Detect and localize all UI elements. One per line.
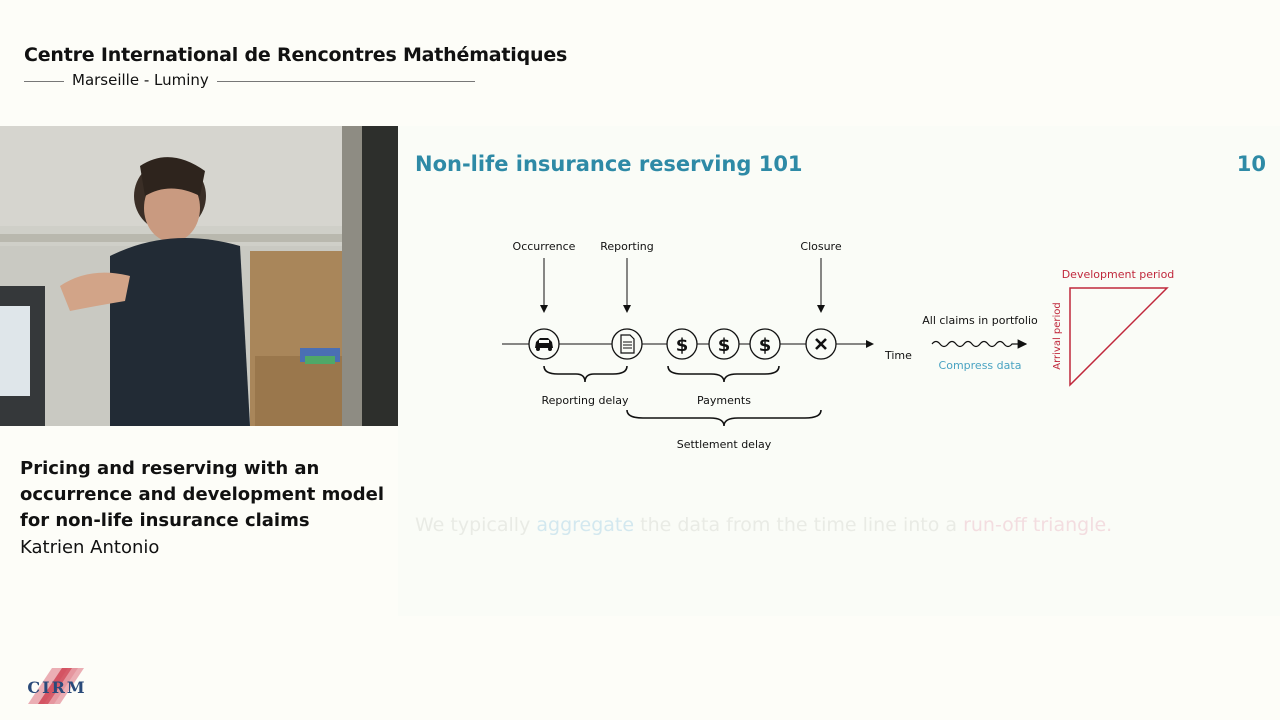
header-rule-right [217, 81, 475, 82]
dollar-icon: $ [666, 328, 698, 360]
compress-data-label: Compress data [939, 359, 1022, 372]
slide-text-part1: We typically [415, 514, 537, 536]
document-icon [611, 328, 643, 360]
reporting-delay-label: Reporting delay [541, 394, 629, 407]
slide-title: Non-life insurance reserving 101 [415, 152, 803, 176]
video-frame [0, 126, 398, 426]
payment-symbol: $ [759, 335, 772, 356]
slide-text-runoff: run-off triangle. [963, 514, 1113, 536]
payments-brace [667, 365, 780, 383]
slide-text-part2: the data from the time line into a [634, 514, 964, 536]
arrival-period-label: Arrival period [1052, 302, 1063, 370]
org-subtitle: Marseille - Luminy [72, 71, 209, 89]
talk-title: Pricing and reserving with an occurrence… [20, 458, 385, 531]
speaker-video [0, 126, 398, 426]
settlement-delay-brace [626, 409, 822, 427]
claim-timeline-diagram: Occurrence Reporting Closure Time $ [502, 240, 1175, 451]
slide: Non-life insurance reserving 101 10 Occu… [398, 126, 1280, 616]
speaker-name: Katrien Antonio [20, 537, 160, 558]
slide-text: We typically aggregate the data from the… [415, 514, 1112, 536]
cirm-logo: CIRM [22, 664, 92, 708]
close-icon [805, 328, 837, 360]
time-axis-label: Time [884, 349, 912, 362]
talk-info: Pricing and reserving with an occurrence… [20, 456, 390, 558]
closure-label: Closure [800, 240, 841, 253]
run-off-triangle [1069, 287, 1169, 387]
dollar-icon: $ [749, 328, 781, 360]
settlement-delay-label: Settlement delay [677, 438, 772, 451]
payment-symbol: $ [718, 335, 731, 356]
car-icon [528, 328, 560, 360]
cirm-logo-text: CIRM [27, 678, 86, 697]
payment-symbol: $ [676, 335, 689, 356]
development-period-label: Development period [1062, 268, 1175, 281]
cirm-header: Centre International de Rencontres Mathé… [0, 0, 1280, 126]
dollar-icon: $ [708, 328, 740, 360]
reporting-delay-brace [543, 365, 628, 383]
header-rule-left [24, 81, 64, 82]
slide-text-aggregate: aggregate [536, 514, 635, 536]
compress-wavy-arrow [931, 339, 1028, 349]
payments-label: Payments [697, 394, 751, 407]
all-claims-label: All claims in portfolio [922, 314, 1038, 327]
org-title: Centre International de Rencontres Mathé… [24, 44, 568, 66]
reporting-label: Reporting [600, 240, 653, 253]
slide-number: 10 [1236, 152, 1266, 176]
occurrence-label: Occurrence [513, 240, 576, 253]
